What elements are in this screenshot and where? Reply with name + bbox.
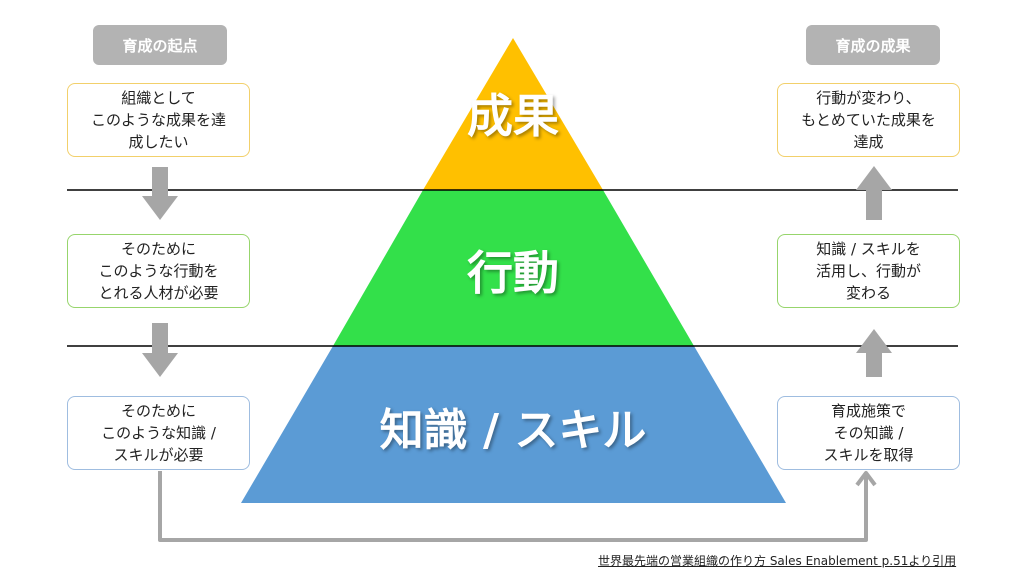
right-box-skills: 育成施策で その知識 / スキルを取得	[777, 396, 960, 470]
tag-origin: 育成の起点	[93, 25, 227, 65]
pyramid-tier-bottom	[241, 346, 786, 503]
source-citation: 世界最先端の営業組織の作り方 Sales Enablement p.51より引用	[598, 554, 957, 568]
left-box-skills: そのために このような知識 / スキルが必要	[67, 396, 250, 470]
pyramid-tier-middle	[333, 190, 694, 346]
tier-label-behavior: 行動	[467, 246, 559, 300]
connector-arrow	[158, 471, 868, 542]
tier-label-results: 成果	[467, 89, 559, 143]
right-box-results: 行動が変わり、 もとめていた成果を 達成	[777, 83, 960, 157]
down-arrow-icon	[142, 167, 178, 220]
up-arrow-icon	[856, 166, 892, 220]
pyramid-tier-top	[423, 38, 603, 190]
tier-label-knowledge-skills: 知識 / スキル	[379, 405, 647, 456]
down-arrow-icon	[142, 323, 178, 377]
connector-arrowhead-icon	[855, 471, 877, 487]
tag-outcome: 育成の成果	[806, 25, 940, 65]
right-box-behavior: 知識 / スキルを 活用し、行動が 変わる	[777, 234, 960, 308]
up-arrow-icon	[856, 329, 892, 377]
left-box-results: 組織として このような成果を達 成したい	[67, 83, 250, 157]
left-box-behavior: そのために このような行動を とれる人材が必要	[67, 234, 250, 308]
